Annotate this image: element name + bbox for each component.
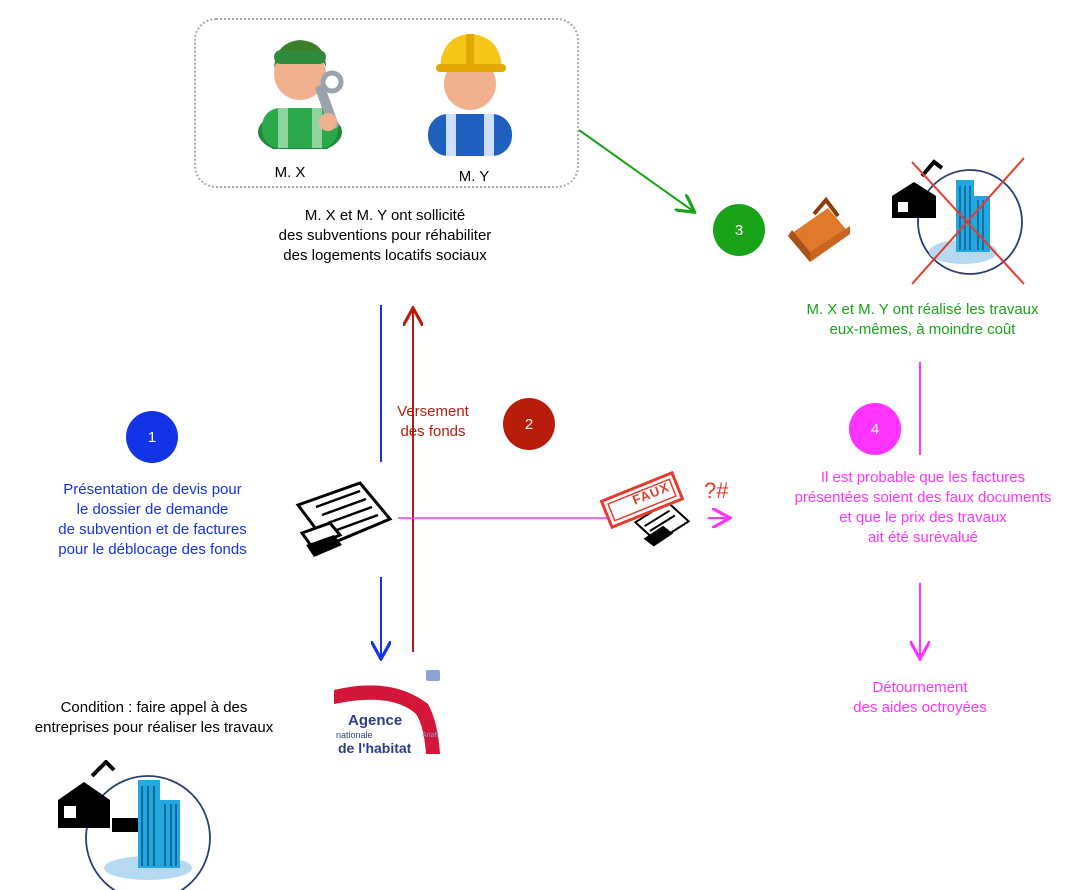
worker-hardhat-icon [428, 34, 512, 156]
agency-logo-icon: Agence nationale de l'habitat Anah [332, 664, 450, 764]
agency-logo-line1: Agence [348, 712, 403, 729]
fake-stamp-icon [600, 470, 691, 547]
step4-badge: 4 [849, 403, 901, 455]
request-text: M. X et M. Y ont sollicité des subventio… [278, 207, 492, 264]
step1-badge: 1 [126, 411, 178, 463]
step2-badge: 2 [503, 398, 555, 450]
persons-box [194, 18, 579, 188]
step1-text: Présentation de devis pour le dossier de… [58, 481, 247, 558]
toolbox-icon [788, 196, 850, 262]
step4-text: Il est probable que les factures présent… [794, 469, 1052, 546]
step2-text: Versement des fonds [397, 403, 469, 440]
outcome-text: Détournement des aides octroyées [853, 679, 987, 716]
condition-text: Condition : faire appel à des entreprise… [34, 699, 274, 736]
worker-wrench-icon [258, 40, 344, 149]
my-label: M. Y [458, 168, 490, 185]
step3-text: M. X et M. Y ont réalisé les travaux eux… [806, 301, 1039, 338]
arrow-green [578, 129, 693, 211]
invoice-icon [295, 481, 393, 557]
mx-label: M. X [274, 164, 306, 181]
step3-badge: 3 [713, 204, 765, 256]
agency-logo-line2: nationale [336, 730, 373, 740]
building-site-icon [58, 760, 211, 890]
building-site-icon [892, 157, 1025, 285]
fake-stamp-marks: ?# [704, 478, 729, 503]
agency-logo-side: Anah [422, 732, 439, 739]
agency-logo-line3: de l'habitat [338, 740, 412, 756]
